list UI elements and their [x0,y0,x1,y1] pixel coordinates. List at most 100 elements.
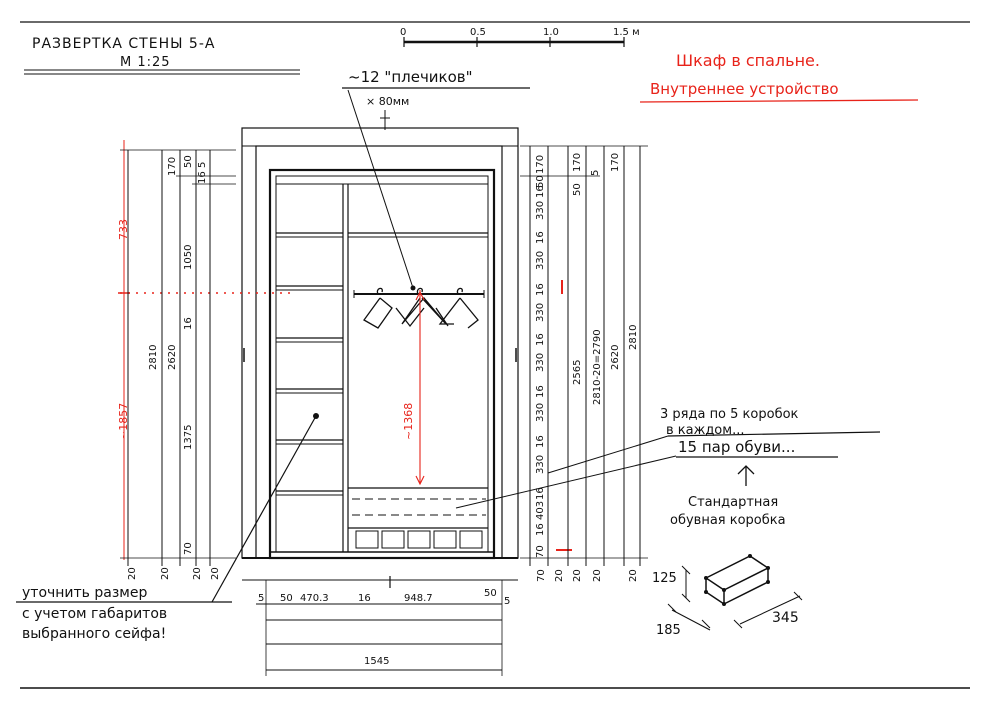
red-dim-1857: ~1857 [117,403,130,440]
right-chain-dim: 16 [535,231,546,244]
scale-tick-05: 0.5 [470,27,486,38]
safe-callout-line1: уточнить размер [22,585,147,601]
right-chain-dim: 403 [535,501,546,520]
hangers-spacing: × 80мм [366,95,409,108]
right-chain-dim: 16 [535,185,546,198]
scale-tick-0: 0 [400,27,406,38]
left-dim-50: 50 [183,155,194,168]
red-dimensions: 733 ~1857 ~1368 [117,140,572,560]
right-dim-20c: 20 [592,569,603,582]
box-dim-height: 125 [652,571,677,586]
rows-callout-line1: 3 ряда по 5 коробок [660,407,799,422]
left-dimensions: 2810 2620 1050 16 1375 70 170 50 5 16 20… [120,149,236,580]
scale-tick-15: 1.5 м [613,27,640,38]
hangers [363,287,479,329]
standard-box-line2: обувная коробка [670,513,786,528]
left-dim-20d: 20 [210,567,221,580]
bottom-dim-50a: 50 [280,593,293,604]
hangers-leader [347,89,414,289]
right-chain-dim: 330 [535,403,546,422]
rows-callout-line2: в каждом... [666,423,744,438]
bottom-dim-1545: 1545 [364,656,389,667]
safe-callout-line2: с учетом габаритов [22,606,167,622]
bottom-dimensions: 5 50 470.3 16 948.7 50 5 1545 [242,576,518,676]
pairs-callout: 15 пар обуви... [678,438,795,456]
right-dim-70: 70 [536,569,547,582]
left-dim-2810: 2810 [148,345,159,370]
red-title-line1: Шкаф в спальне. [676,51,820,70]
red-title-underline [639,99,919,103]
right-chain-dim: 16 [535,333,546,346]
left-shelves [276,232,343,496]
right-dim-5: 5 [590,170,601,176]
right-chain-dim: 16 [535,523,546,536]
standard-box-line1: Стандартная [688,495,778,510]
scale-bar: 0 0.5 1.0 1.5 м [400,27,640,47]
box-dim-width: 185 [656,623,681,638]
right-dim-170a: 170 [572,153,583,172]
hangers-leader-dot [410,285,416,291]
right-dim-chain: 1705016330163301633016330163301633016403… [535,155,546,558]
bottom-dim-470: 470.3 [300,593,329,604]
bottom-dim-50b: 50 [484,588,497,599]
wardrobe [241,110,519,560]
right-section [348,232,488,298]
left-dim-20b: 20 [160,567,171,580]
left-dim-2620: 2620 [167,345,178,370]
left-dim-20a: 20 [127,567,138,580]
bottom-dim-16: 16 [358,593,371,604]
right-dim-170b: 170 [610,153,621,172]
right-chain-dim: 50 [535,175,546,188]
right-dim-2790: 2810-20=2790 [592,329,603,405]
left-dim-16: 16 [183,317,194,330]
right-dimensions: 1705016330163301633016330163301633016403… [520,145,648,582]
pairs-leader [455,455,677,509]
rows-leader [547,435,669,474]
right-chain-dim: 16 [535,435,546,448]
right-dim-2810: 2810 [628,325,639,350]
left-dim-1050: 1050 [183,245,194,270]
drawing-scale: М 1:25 [120,55,171,70]
safe-leader [211,415,317,603]
left-dim-5: 5 [197,162,208,168]
scale-tick-10: 1.0 [543,27,559,38]
bottom-dim-5b: 5 [504,596,510,607]
right-chain-dim: 70 [535,545,546,558]
left-dim-70: 70 [183,542,194,555]
box-dim-length: 345 [772,610,799,626]
right-dim-20b: 20 [572,569,583,582]
red-dim-733: 733 [117,219,130,240]
right-dim-2620: 2620 [610,345,621,370]
right-dim-20d: 20 [628,569,639,582]
right-dim-2565: 2565 [572,360,583,385]
right-chain-dim: 330 [535,455,546,474]
shoe-rack [348,487,488,549]
wardrobe-carcass [268,168,496,560]
bottom-dim-5a: 5 [258,593,264,604]
left-dim-170: 170 [167,157,178,176]
safe-callout-line3: выбранного сейфа! [22,626,166,642]
bottom-dim-948: 948.7 [404,593,433,604]
right-chain-dim: 16 [535,385,546,398]
rows-callout-underline [667,431,881,437]
hangers-callout: ~12 "плечиков" [348,68,473,86]
red-dim-1368: ~1368 [402,403,415,440]
right-dim-20a: 20 [554,569,565,582]
right-chain-dim: 16 [535,487,546,500]
right-chain-dim: 170 [535,155,546,174]
left-dim-1375: 1375 [183,425,194,450]
right-chain-dim: 330 [535,201,546,220]
left-dim-20c: 20 [192,567,203,580]
wardrobe-frame [255,145,503,559]
right-chain-dim: 16 [535,283,546,296]
niche-outline [241,127,519,559]
right-chain-dim: 330 [535,251,546,270]
right-dim-50: 50 [572,183,583,196]
right-chain-dim: 330 [535,353,546,372]
left-dim-16b: 16 [197,171,208,184]
shoe-box-drawing [667,554,803,631]
arrow-up-icon [737,465,755,486]
drawing-title: РАЗВЕРТКА СТЕНЫ 5-А [32,36,215,52]
right-chain-dim: 330 [535,303,546,322]
